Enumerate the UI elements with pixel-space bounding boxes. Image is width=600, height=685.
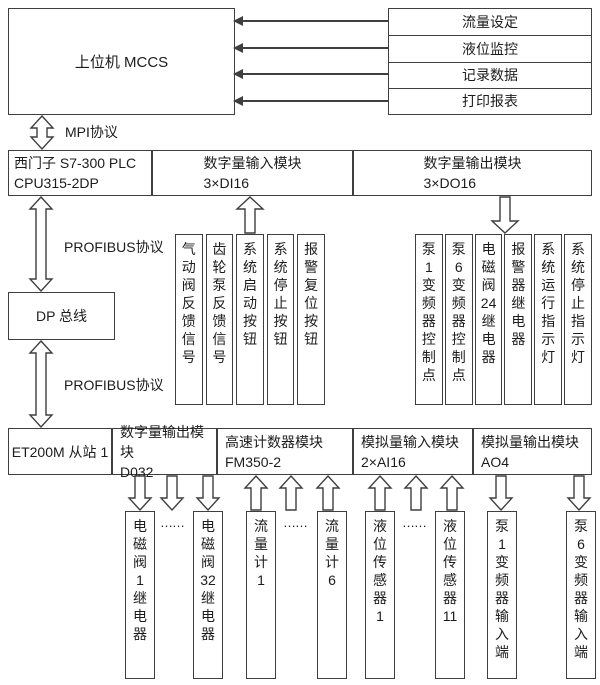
mccs-host-box: 上位机 MCCS bbox=[8, 8, 235, 115]
do-module-label: 数字量输出模块 3×DO16 bbox=[423, 155, 522, 191]
level-sensor-arrow-icon bbox=[439, 474, 465, 511]
task-arrow-icon bbox=[233, 69, 388, 79]
task-box-2: 记录数据 bbox=[389, 61, 591, 88]
di-signal-box-0: 气动阀反馈信号 bbox=[175, 234, 203, 405]
dp-bus-box: DP 总线 bbox=[8, 292, 115, 340]
profibus-upper-label: PROFIBUS协议 bbox=[64, 239, 164, 255]
cpu-box: 西门子 S7-300 PLC CPU315-2DP bbox=[8, 150, 152, 196]
et200m-station-box: ET200M 从站 1 bbox=[8, 428, 112, 475]
solenoid-arrow-icon bbox=[159, 475, 185, 512]
di-signal-box-4: 报警复位按钮 bbox=[297, 234, 325, 405]
task-label: 流量设定 bbox=[462, 14, 518, 31]
solenoid-ellipsis: …… bbox=[160, 515, 185, 530]
ao-module-box: 模拟量输出模块 AO4 bbox=[473, 428, 592, 475]
mccs-host-label: 上位机 MCCS bbox=[74, 54, 169, 71]
task-box-0: 流量设定 bbox=[389, 9, 591, 35]
level-sensor-arrow-icon bbox=[367, 474, 393, 511]
task-label: 打印报表 bbox=[462, 93, 518, 110]
ai-module-label: 模拟量输入模块 2×AI16 bbox=[361, 433, 459, 470]
profibus-upper-arrow-icon bbox=[28, 195, 54, 293]
pump-arrow-icon bbox=[566, 475, 592, 512]
fm350-module-box: 高速计数器模块 FM350-2 bbox=[217, 428, 353, 475]
do32-module-box: 数字量输出模块 D032 bbox=[112, 424, 217, 480]
solenoid-arrow-icon bbox=[127, 475, 153, 512]
ao-module-label: 模拟量输出模块 AO4 bbox=[481, 433, 579, 470]
di-input-arrow-icon bbox=[235, 196, 265, 234]
solenoid-arrow-icon bbox=[195, 475, 221, 512]
di-signal-group: 气动阀反馈信号齿轮泵反馈信号系统启动按钮系统停止按钮报警复位按钮 bbox=[175, 234, 325, 405]
flowmeter-ellipsis: …… bbox=[283, 515, 308, 530]
task-label: 记录数据 bbox=[462, 67, 518, 84]
di-signal-box-1: 齿轮泵反馈信号 bbox=[205, 234, 234, 405]
profibus-lower-label: PROFIBUS协议 bbox=[64, 377, 164, 393]
do-signal-box-4: 系统运行指示灯 bbox=[534, 234, 563, 405]
di-module-box: 数字量输入模块 3×DI16 bbox=[152, 150, 353, 196]
level-sensor-ellipsis: …… bbox=[402, 515, 427, 530]
task-stack: 流量设定液位监控记录数据打印报表 bbox=[388, 8, 592, 115]
profibus-lower-arrow-icon bbox=[28, 339, 54, 429]
do-module-box: 数字量输出模块 3×DO16 bbox=[353, 150, 592, 196]
flowmeter-arrow-icon bbox=[243, 474, 269, 511]
level-sensor-arrow-icon bbox=[403, 474, 429, 511]
do32-module-label: 数字量输出模块 D032 bbox=[120, 423, 204, 480]
flowmeter-arrow-icon bbox=[278, 474, 304, 511]
mpi-arrow-icon bbox=[29, 114, 55, 151]
di-module-label: 数字量输入模块 3×DI16 bbox=[203, 155, 302, 191]
task-box-3: 打印报表 bbox=[389, 87, 591, 114]
flowmeter-arrow-icon bbox=[315, 474, 341, 511]
do-signal-box-3: 报警器继电器 bbox=[504, 234, 533, 405]
dp-bus-label: DP 总线 bbox=[35, 308, 88, 324]
do-signal-box-5: 系统停止指示灯 bbox=[564, 234, 592, 405]
di-signal-box-3: 系统停止按钮 bbox=[266, 234, 295, 405]
ai-module-box: 模拟量输入模块 2×AI16 bbox=[353, 428, 473, 475]
task-label: 液位监控 bbox=[462, 40, 518, 57]
mpi-protocol-label: MPI协议 bbox=[65, 124, 118, 140]
di-signal-box-2: 系统启动按钮 bbox=[236, 234, 264, 405]
task-box-1: 液位监控 bbox=[389, 35, 591, 61]
task-arrow-icon bbox=[233, 96, 388, 106]
task-arrow-icon bbox=[233, 43, 388, 53]
fm350-module-label: 高速计数器模块 FM350-2 bbox=[225, 433, 323, 470]
task-arrow-icon bbox=[233, 16, 388, 26]
do-output-arrow-icon bbox=[490, 196, 520, 234]
pump-arrow-icon bbox=[488, 475, 514, 512]
cpu-label: 西门子 S7-300 PLC CPU315-2DP bbox=[14, 155, 137, 191]
et200m-station-label: ET200M 从站 1 bbox=[11, 443, 109, 460]
